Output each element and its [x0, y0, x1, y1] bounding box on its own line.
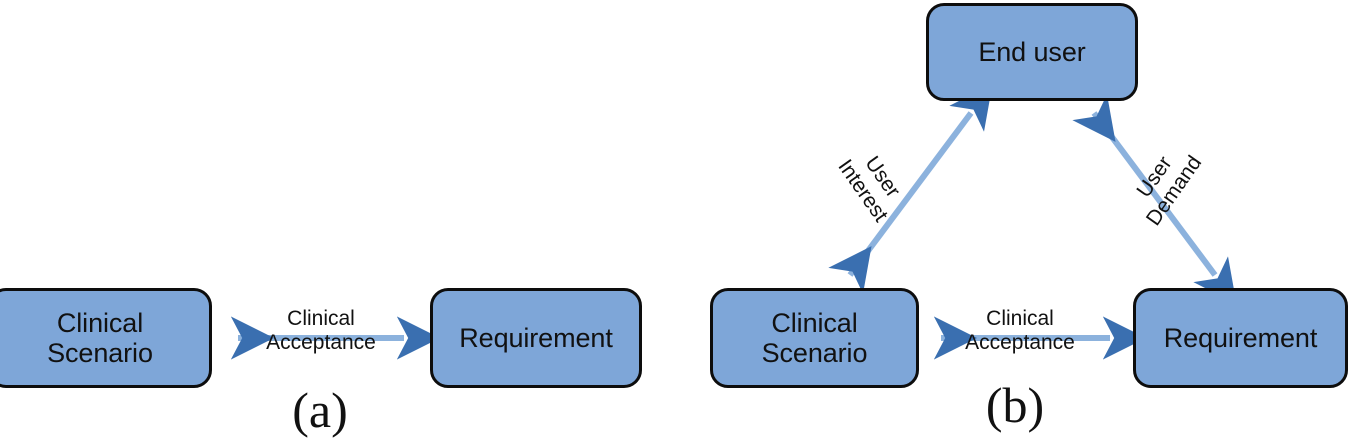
node-end-user-label: End user: [978, 36, 1086, 67]
caption-b: (b): [985, 377, 1045, 433]
node-clinical-scenario-a-label: Clinical Scenario: [47, 307, 153, 368]
node-clinical-scenario-a[interactable]: Clinical Scenario: [0, 288, 212, 388]
edge-label-clinical-acceptance-a: Clinical Acceptance: [266, 307, 376, 354]
edge-label-user-interest: User Interest: [833, 152, 905, 227]
node-clinical-scenario-b[interactable]: Clinical Scenario: [710, 288, 919, 388]
node-requirement-b-label: Requirement: [1163, 322, 1318, 353]
node-requirement-b[interactable]: Requirement: [1133, 288, 1348, 388]
panel-b: End user Clinical Scenario Requirement C…: [690, 0, 1348, 448]
node-requirement-a-label: Requirement: [459, 322, 613, 353]
node-clinical-scenario-b-label: Clinical Scenario: [761, 307, 868, 368]
panel-a: Clinical Scenario Requirement Clinical A…: [0, 288, 642, 438]
node-end-user[interactable]: End user: [926, 3, 1138, 101]
edge-label-user-demand: User Demand: [1132, 151, 1207, 231]
node-requirement-a[interactable]: Requirement: [430, 288, 642, 388]
edge-label-clinical-acceptance-b: Clinical Acceptance: [965, 307, 1075, 354]
caption-a: (a): [292, 382, 348, 438]
